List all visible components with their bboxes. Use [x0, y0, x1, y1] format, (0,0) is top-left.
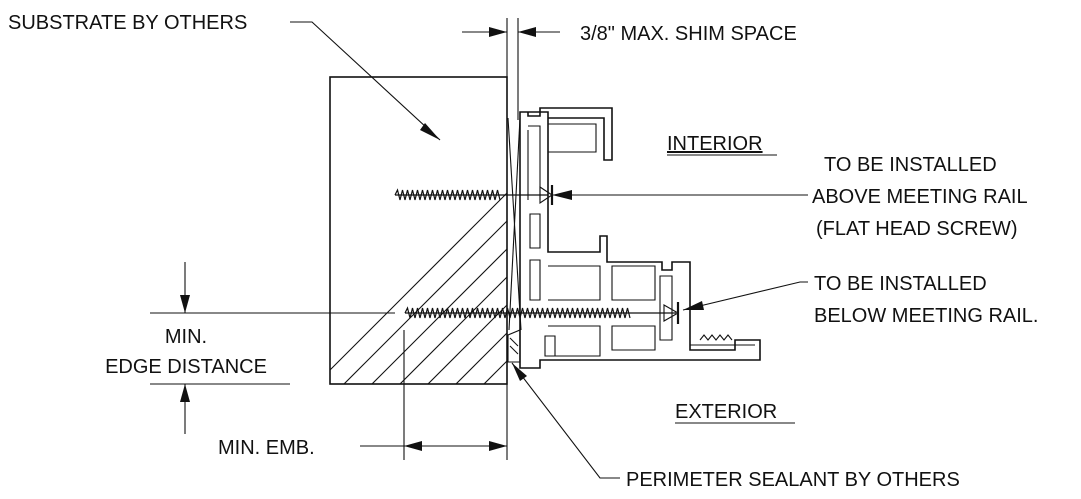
shim-space-label: 3/8" MAX. SHIM SPACE — [580, 23, 797, 45]
above-rail-line2: ABOVE MEETING RAIL — [812, 186, 1028, 208]
sealant-label: PERIMETER SEALANT BY OTHERS — [626, 469, 960, 491]
embedment-dimension — [360, 330, 508, 460]
leader-lines — [290, 21, 808, 479]
min-edge-line1: MIN. — [165, 326, 207, 348]
substrate-hatching — [330, 192, 507, 384]
exterior-label: EXTERIOR — [675, 401, 777, 423]
above-rail-line1: TO BE INSTALLED — [824, 154, 997, 176]
shim-wedges — [507, 117, 522, 331]
sealant-bead — [507, 329, 521, 363]
substrate-block — [329, 76, 508, 385]
substrate-label: SUBSTRATE BY OTHERS — [8, 12, 247, 34]
above-rail-line3: (FLAT HEAD SCREW) — [816, 218, 1018, 240]
lower-screw — [404, 302, 680, 324]
min-emb-label: MIN. EMB. — [218, 437, 315, 459]
window-frame-profile — [519, 107, 761, 369]
edge-distance-dimension — [150, 262, 395, 434]
interior-label: INTERIOR — [667, 133, 763, 155]
shim-space-dimension — [462, 18, 560, 120]
below-rail-line2: BELOW MEETING RAIL. — [814, 305, 1038, 327]
below-rail-line1: TO BE INSTALLED — [814, 273, 987, 295]
min-edge-line2: EDGE DISTANCE — [105, 356, 267, 378]
